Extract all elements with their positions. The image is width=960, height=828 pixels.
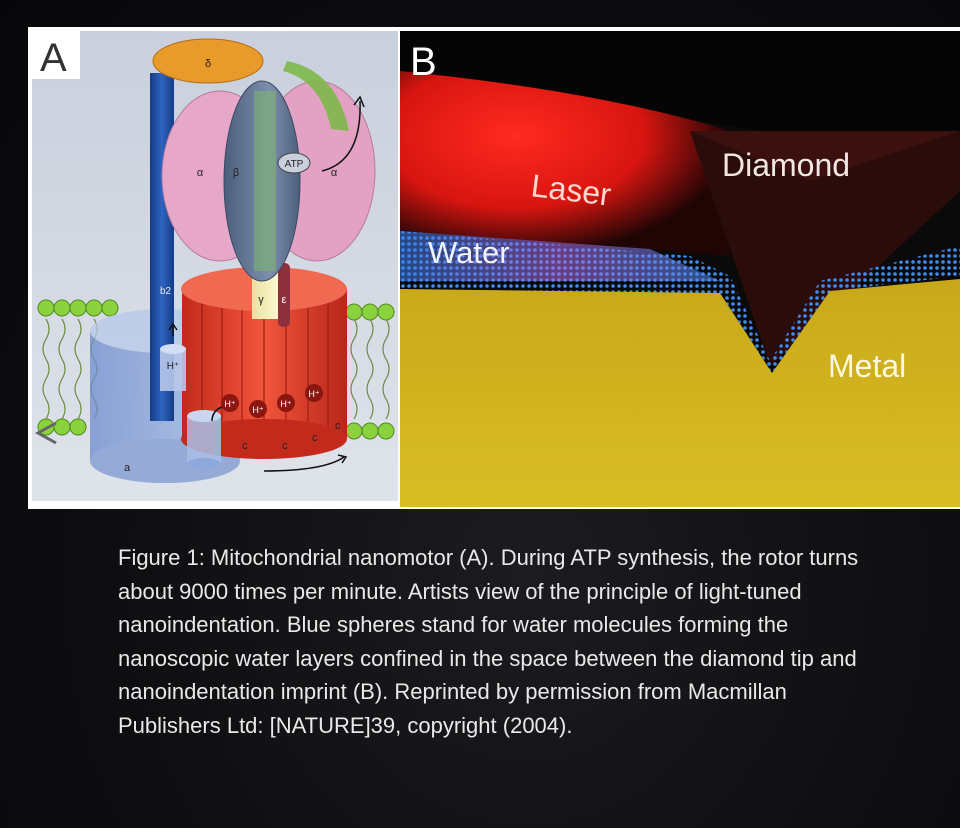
panel-a-atp-synthase: H⁺ H⁺ H⁺ H⁺ H⁺ δ α β ATP α b2 γ ε a c [32, 31, 398, 501]
proton-channel [160, 344, 221, 470]
panel-b-label: B [410, 40, 437, 84]
epsilon-subunit [278, 263, 290, 327]
b2-label: b2 [160, 286, 172, 297]
atp-label: ATP [285, 159, 304, 170]
protons: H⁺ H⁺ H⁺ H⁺ H⁺ [167, 361, 323, 418]
atp-synthase-diagram: H⁺ H⁺ H⁺ H⁺ H⁺ δ α β ATP α b2 γ ε a c [32, 31, 398, 501]
c-label: c [312, 432, 318, 444]
figure-caption: Figure 1: Mitochondrial nanomotor (A). D… [118, 541, 948, 742]
proton-label: H⁺ [252, 405, 263, 415]
proton-label: H⁺ [280, 399, 291, 409]
caption-line: nanoindentation. Blue spheres stand for … [118, 612, 789, 637]
caption-line: Publishers Ltd: [NATURE]39, copyright (2… [118, 712, 573, 738]
panel-a-label-box [32, 31, 80, 79]
proton-label: H⁺ [167, 361, 180, 372]
delta-label: δ [205, 58, 211, 70]
epsilon-label: ε [282, 294, 287, 306]
caption-line: about 9000 times per minute. Artists vie… [118, 578, 802, 604]
subunit-labels: δ α β ATP α b2 γ ε a c c c c [124, 58, 341, 474]
a-label: a [124, 462, 131, 474]
metal-substrate [400, 279, 960, 507]
delta-subunit [152, 38, 264, 84]
diamond-label: Diamond [722, 147, 850, 183]
f1-head [161, 61, 376, 282]
c-label: c [335, 420, 341, 432]
c-label: c [242, 440, 248, 452]
laser-beam [400, 71, 730, 256]
caption-line: nanoscopic water layers confined in the … [118, 645, 857, 671]
metal-label: Metal [828, 348, 906, 384]
caption-line: nanoindentation imprint (B). Reprinted b… [118, 679, 787, 704]
panel-a-label: A [40, 36, 67, 80]
diamond-tip [690, 131, 960, 366]
proton-label: H⁺ [308, 389, 319, 399]
caption-line: Figure 1: Mitochondrial nanomotor (A). D… [118, 545, 859, 570]
rotation-arrows [168, 95, 365, 472]
beta-label: β [233, 167, 239, 179]
c-label: c [282, 440, 288, 452]
gamma-label: γ [258, 294, 264, 306]
panel-b-nanoindentation: Laser Diamond Water Metal B [400, 31, 960, 507]
water-label: Water [428, 235, 510, 270]
proton-label: H⁺ [224, 399, 235, 409]
alpha-left-label: α [197, 167, 204, 179]
chevron-left-icon [34, 421, 57, 445]
nanoindentation-illustration: Laser Diamond Water Metal B [400, 31, 960, 507]
alpha-right-label: α [331, 167, 338, 179]
